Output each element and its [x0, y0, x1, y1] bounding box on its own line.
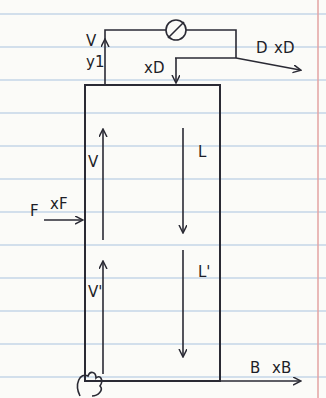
feed-label: F: [30, 203, 39, 220]
composition-label: xB: [272, 360, 291, 377]
vapor-label: V: [88, 154, 98, 171]
composition-label: y1: [86, 54, 104, 71]
ruled-lines: [0, 14, 326, 377]
bottoms-label: B: [250, 360, 260, 377]
liquid-label: L': [198, 264, 210, 281]
flow-lines: [44, 20, 300, 396]
margin-line: [317, 0, 319, 398]
distillate-label: D: [256, 40, 268, 57]
composition-label: xD: [274, 40, 294, 57]
column-shell: V L V' L': [84, 84, 221, 382]
vapor-label: V: [86, 33, 96, 50]
liquid-label: L: [198, 144, 206, 161]
composition-label: xF: [50, 196, 68, 213]
reboiler-doodle: [78, 372, 102, 396]
vapor-label: V': [88, 284, 102, 301]
composition-label: xD: [144, 60, 164, 77]
